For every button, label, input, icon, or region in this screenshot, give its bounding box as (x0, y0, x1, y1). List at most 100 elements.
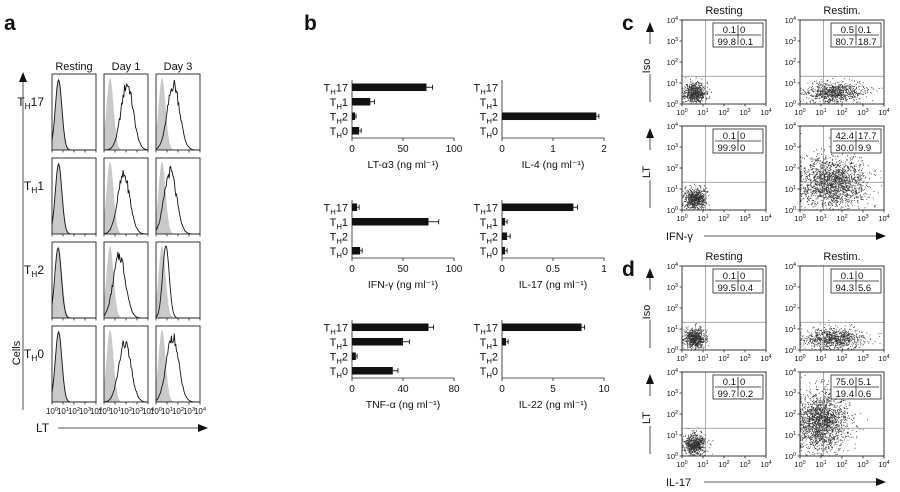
a-control-distribution (156, 329, 200, 402)
d-quadrant-value: 5.1 (858, 377, 871, 388)
a-row-label-tail: 1 (37, 179, 44, 193)
c-y-tick-label-exp: 3 (675, 143, 678, 149)
b-row-label-main: T (330, 97, 337, 109)
b-row-label-tail: 2 (342, 111, 348, 123)
d-x-tick-label: 100 (794, 460, 805, 469)
b-bar (352, 126, 360, 135)
b-row-label-sub: H (486, 131, 492, 140)
d-x-tick-label: 102 (718, 460, 729, 469)
c-y-arrow-head (646, 22, 654, 32)
c-y-tick-label-exp: 2 (793, 58, 796, 64)
c-y-tick-label-exp: 3 (675, 37, 678, 43)
b-row-label-tail: 0 (342, 366, 348, 378)
a-row-label-main: T (24, 179, 32, 193)
b-bar (502, 323, 582, 332)
b-row-label-sub: H (486, 236, 492, 245)
d-x-tick-label-exp: 1 (824, 460, 827, 466)
d-events (682, 323, 710, 351)
a-x-tick-label: 104 (142, 407, 155, 416)
c-y-tick-label-exp: 4 (793, 16, 796, 22)
a-col-title: Day 1 (112, 61, 141, 73)
b-row-label-sub: H (336, 102, 342, 111)
b-x-axis-label: TNF-α (ng ml⁻¹) (366, 399, 441, 411)
a-x-tick-label-exp: 2 (77, 407, 80, 413)
d-y-arrow-head (646, 268, 654, 278)
c-x-tick-label-exp: 3 (748, 108, 751, 114)
c-y-tick-label-exp: 2 (675, 164, 678, 170)
d-quadrant-value: 5.6 (858, 283, 871, 294)
d-y-tick-label-exp: 0 (793, 346, 796, 352)
b-row-label-sub: H (486, 102, 492, 111)
a-histogram (155, 241, 201, 321)
c-x-tick-label-exp: 1 (824, 108, 827, 114)
d-y-tick-label-exp: 3 (675, 389, 678, 395)
b-x-tick-label: 2 (601, 144, 607, 155)
b-row-label-sub: H (480, 207, 486, 216)
c-y-tick-label: 102 (785, 164, 796, 173)
c-x-tick-label: 104 (760, 214, 771, 223)
c-x-tick-label-exp: 4 (887, 214, 890, 220)
b-row-label-sub: H (336, 116, 342, 125)
b-bar (502, 217, 506, 226)
a-row-label-main: T (17, 95, 25, 109)
d-quadrant-value: 0 (740, 271, 745, 282)
d-quadrant-value: 99.5 (718, 283, 737, 294)
a-histogram (51, 73, 97, 153)
d-x-tick-label-base: 10 (815, 354, 823, 363)
b-x-tick-label: 0 (349, 264, 355, 275)
d-x-tick-label-base: 10 (878, 354, 886, 363)
c-y-tick-label: 103 (785, 37, 796, 46)
a-x-tick-label-exp: 0 (159, 407, 162, 413)
a-x-tick-label-base: 10 (183, 407, 192, 416)
b-row-label-sub: H (480, 87, 486, 96)
d-y-tick-label-base: 10 (667, 304, 675, 313)
b-x-tick-label: 10 (598, 384, 610, 395)
c-y-tick-label: 101 (667, 185, 678, 194)
d-y-tick-label-base: 10 (785, 325, 793, 334)
d-quadrant-value: 94.3 (836, 283, 855, 294)
b-row-label: TH2 (480, 351, 498, 365)
a-row-label-sub: H (31, 269, 37, 279)
c-x-tick-label-exp: 1 (706, 214, 709, 220)
d-xlabel: IL-17 (666, 477, 691, 489)
c-y-tick-label: 104 (667, 122, 678, 131)
d-x-tick-label-base: 10 (815, 460, 823, 469)
d-y-tick-label: 100 (667, 452, 678, 461)
b-x-axis-label: IL-17 (ng ml⁻¹) (519, 279, 588, 291)
c-x-tick-label-base: 10 (794, 214, 802, 223)
d-y-tick-label-base: 10 (667, 283, 675, 292)
d-y-tick-label: 104 (667, 262, 678, 271)
d-quadrant-value: 75.0 (836, 377, 855, 388)
b-x-axis-label: LT-α3 (ng ml⁻¹) (368, 159, 439, 171)
c-y-tick-label-base: 10 (667, 37, 675, 46)
d-quadrant-value: 0.1 (723, 377, 736, 388)
a-x-tick-label-base: 10 (150, 407, 159, 416)
b-row-label-tail: 0 (342, 126, 348, 138)
a-x-tick-label-base: 10 (120, 407, 129, 416)
d-x-tick-label-base: 10 (718, 354, 726, 363)
c-y-tick-label-base: 10 (667, 206, 675, 215)
c-y-tick-label-base: 10 (667, 164, 675, 173)
c-y-tick-label-base: 10 (667, 143, 675, 152)
d-y-tick-label-base: 10 (785, 452, 793, 461)
d-y-tick-label-exp: 4 (793, 368, 796, 374)
a-histogram (51, 157, 97, 237)
b-bar (352, 97, 371, 106)
d-y-tick-label-base: 10 (785, 368, 793, 377)
c-y-tick-label-exp: 3 (793, 143, 796, 149)
d-y-tick-label-exp: 1 (793, 325, 796, 331)
b-row-label-tail: 1 (342, 337, 348, 349)
c-events (800, 78, 883, 105)
c-x-tick-label: 100 (794, 108, 805, 117)
a-x-tick-label: 101 (57, 407, 69, 416)
a-stimulated-histogram (155, 79, 200, 151)
d-y-tick-label: 103 (667, 389, 678, 398)
b-row-label-sub: H (336, 131, 342, 140)
d-col-title: Restim. (823, 251, 860, 263)
